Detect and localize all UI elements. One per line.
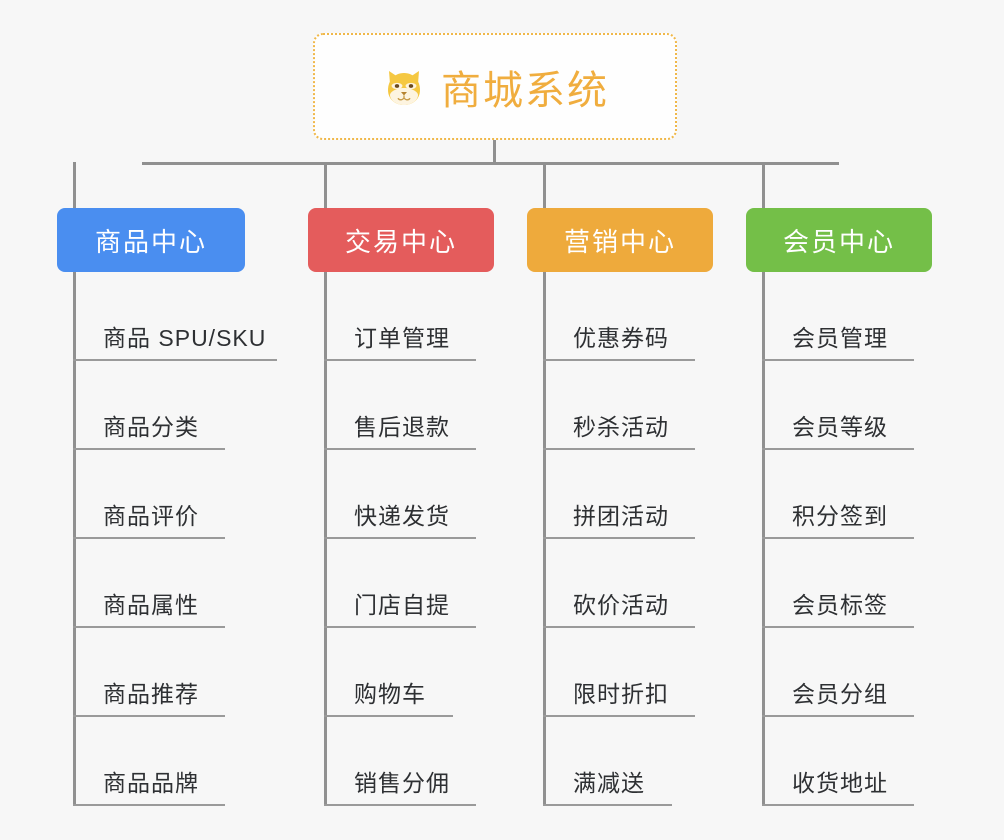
leaf-item[interactable]: 销售分佣 — [324, 717, 476, 806]
leaf-spine-trade-center — [324, 272, 327, 806]
leaf-item-label: 快递发货 — [354, 503, 450, 529]
leaf-item[interactable]: 会员管理 — [762, 272, 914, 361]
leaf-column-member-center: 会员管理会员等级积分签到会员标签会员分组收货地址 — [762, 272, 914, 806]
category-label-marketing-center: 营销中心 — [563, 226, 676, 257]
leaf-item-rule — [73, 715, 225, 717]
leaf-column-trade-center: 订单管理售后退款快递发货门店自提购物车销售分佣 — [324, 272, 476, 806]
leaf-item[interactable]: 满减送 — [543, 717, 672, 806]
leaf-item-label: 门店自提 — [354, 592, 450, 618]
connector-drop-marketing-center — [543, 162, 546, 208]
leaf-item-label: 限时折扣 — [573, 681, 669, 707]
category-label-member-center: 会员中心 — [782, 226, 895, 257]
shiba-dog-face-icon — [381, 64, 427, 110]
leaf-item-label: 订单管理 — [354, 325, 450, 351]
leaf-item-rule — [324, 448, 476, 450]
connector-drop-member-center — [762, 162, 765, 208]
leaf-item-rule — [73, 359, 277, 361]
leaf-item[interactable]: 商品属性 — [73, 539, 266, 628]
category-box-member-center[interactable]: 会员中心 — [746, 208, 932, 272]
leaf-item-label: 满减送 — [573, 770, 645, 796]
leaf-spine-member-center — [762, 272, 765, 806]
leaf-item-rule — [543, 715, 695, 717]
connector-root-stem — [493, 140, 496, 164]
leaf-item-label: 商品分类 — [103, 414, 199, 440]
leaf-item-rule — [543, 626, 695, 628]
leaf-item[interactable]: 商品 SPU/SKU — [73, 272, 277, 361]
category-box-product-center[interactable]: 商品中心 — [57, 208, 245, 272]
leaf-item-label: 商品评价 — [103, 503, 199, 529]
leaf-item-rule — [762, 715, 914, 717]
leaf-item-rule — [762, 448, 914, 450]
category-label-trade-center: 交易中心 — [344, 226, 457, 257]
leaf-item-label: 优惠券码 — [573, 325, 669, 351]
leaf-item-rule — [324, 359, 476, 361]
leaf-spine-marketing-center — [543, 272, 546, 806]
leaf-item[interactable]: 会员标签 — [762, 539, 914, 628]
leaf-item[interactable]: 购物车 — [324, 628, 453, 717]
leaf-item-rule — [543, 537, 695, 539]
leaf-item-rule — [324, 715, 453, 717]
leaf-item-rule — [73, 537, 225, 539]
leaf-item[interactable]: 商品品牌 — [73, 717, 266, 806]
leaf-item[interactable]: 收货地址 — [762, 717, 914, 806]
leaf-item-label: 会员管理 — [792, 325, 888, 351]
leaf-item-rule — [73, 804, 225, 806]
leaf-item[interactable]: 商品分类 — [73, 361, 266, 450]
leaf-column-marketing-center: 优惠券码秒杀活动拼团活动砍价活动限时折扣满减送 — [543, 272, 695, 806]
leaf-item-label: 销售分佣 — [354, 770, 450, 796]
leaf-item[interactable]: 门店自提 — [324, 539, 476, 628]
leaf-item-label: 会员等级 — [792, 414, 888, 440]
leaf-item-label: 砍价活动 — [573, 592, 669, 618]
leaf-item-rule — [543, 359, 695, 361]
leaf-item[interactable]: 会员等级 — [762, 361, 914, 450]
leaf-column-product-center: 商品 SPU/SKU 商品分类商品评价商品属性商品推荐商品品牌 — [73, 272, 277, 806]
leaf-item-rule — [73, 626, 225, 628]
leaf-item-label: 秒杀活动 — [573, 414, 669, 440]
connector-horizontal-bus — [142, 162, 839, 165]
leaf-item-label: 商品属性 — [103, 592, 199, 618]
leaf-item-label: 拼团活动 — [573, 503, 669, 529]
leaf-item[interactable]: 秒杀活动 — [543, 361, 695, 450]
leaf-item-rule — [324, 537, 476, 539]
leaf-item[interactable]: 限时折扣 — [543, 628, 695, 717]
root-node-shop-system[interactable]: 商城系统 — [313, 33, 677, 140]
leaf-item-rule — [762, 537, 914, 539]
leaf-item[interactable]: 砍价活动 — [543, 539, 695, 628]
leaf-item[interactable]: 商品评价 — [73, 450, 266, 539]
leaf-item[interactable]: 会员分组 — [762, 628, 914, 717]
leaf-item-label: 会员标签 — [792, 592, 888, 618]
leaf-item-label: 商品 SPU/SKU — [103, 325, 267, 351]
leaf-item[interactable]: 积分签到 — [762, 450, 914, 539]
leaf-item-label: 购物车 — [354, 681, 426, 707]
leaf-item-label: 收货地址 — [792, 770, 888, 796]
leaf-item-label: 售后退款 — [354, 414, 450, 440]
leaf-item-rule — [543, 804, 672, 806]
leaf-item-rule — [73, 448, 225, 450]
leaf-item-rule — [324, 626, 476, 628]
root-title: 商城系统 — [441, 68, 609, 113]
leaf-item-rule — [324, 804, 476, 806]
leaf-item-label: 商品推荐 — [103, 681, 199, 707]
leaf-item-rule — [762, 359, 914, 361]
leaf-item[interactable]: 商品推荐 — [73, 628, 266, 717]
leaf-item-label: 积分签到 — [792, 503, 888, 529]
category-box-trade-center[interactable]: 交易中心 — [308, 208, 494, 272]
category-label-product-center: 商品中心 — [94, 226, 207, 257]
connector-drop-trade-center — [324, 162, 327, 208]
leaf-item-rule — [762, 804, 914, 806]
category-box-marketing-center[interactable]: 营销中心 — [527, 208, 713, 272]
leaf-item-rule — [762, 626, 914, 628]
leaf-item[interactable]: 优惠券码 — [543, 272, 695, 361]
leaf-item-label: 商品品牌 — [103, 770, 199, 796]
leaf-item[interactable]: 售后退款 — [324, 361, 476, 450]
connector-drop-product-center — [73, 162, 76, 208]
leaf-spine-product-center — [73, 272, 76, 806]
leaf-item[interactable]: 拼团活动 — [543, 450, 695, 539]
leaf-item-label: 会员分组 — [792, 681, 888, 707]
leaf-item[interactable]: 快递发货 — [324, 450, 476, 539]
leaf-item[interactable]: 订单管理 — [324, 272, 476, 361]
leaf-item-rule — [543, 448, 695, 450]
